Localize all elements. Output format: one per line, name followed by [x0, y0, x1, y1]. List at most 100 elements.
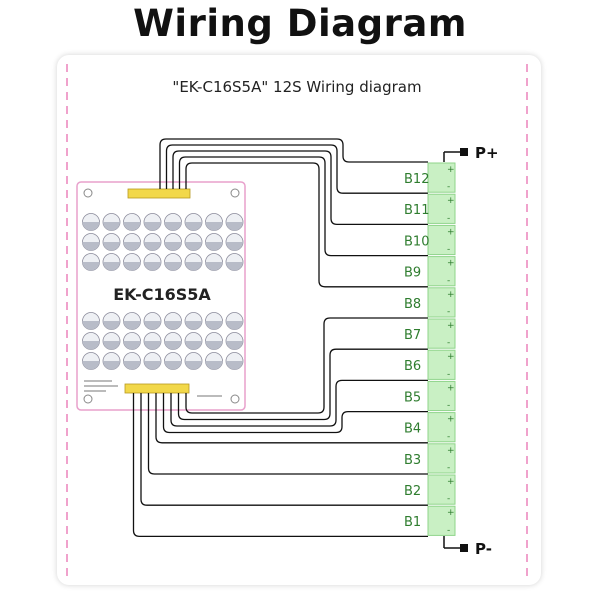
mosfet-shade	[164, 262, 182, 271]
mosfet-shade	[103, 262, 120, 271]
minus-sign: -	[447, 307, 450, 317]
mosfet-shade	[82, 262, 100, 271]
cell-label: B6	[404, 359, 421, 374]
mosfet-shade	[226, 341, 243, 350]
cell-label: B1	[404, 515, 421, 530]
mosfet-shade	[205, 321, 223, 330]
mosfet-shade	[226, 222, 243, 231]
mosfet-shade	[82, 341, 100, 350]
plus-sign: +	[447, 321, 455, 331]
cell-label: B11	[404, 203, 429, 218]
minus-sign: -	[447, 338, 450, 348]
bottom-balance-connector	[124, 383, 190, 394]
mosfet-shade	[123, 242, 141, 251]
plus-sign: +	[447, 352, 455, 362]
battery-cell: + - B5	[404, 380, 456, 412]
cell-label: B5	[404, 390, 421, 405]
plus-sign: +	[447, 290, 455, 300]
battery-cell: + - B8	[404, 287, 456, 318]
balance-wire	[185, 317, 428, 414]
cell-label: B10	[404, 234, 429, 249]
mosfet-shade	[82, 321, 100, 330]
battery-cells: +-B12+-B11+-B10+-B9+-B8+-B7+-B6+-B5+-B4+…	[404, 162, 456, 536]
mosfet-shade	[103, 242, 120, 251]
mosfet-shade	[185, 341, 202, 350]
balance-wire	[140, 393, 428, 506]
mosfet-shade	[123, 361, 141, 370]
minus-sign: -	[447, 369, 450, 379]
balance-wire	[170, 379, 428, 427]
battery-cell: +-B4	[404, 412, 456, 443]
minus-sign: -	[447, 525, 450, 535]
mosfet-shade	[164, 222, 182, 231]
cell-body	[427, 412, 456, 443]
minus-sign: -	[447, 463, 450, 473]
cell-label: B8	[404, 297, 421, 312]
mosfet-shade	[123, 262, 141, 271]
minus-sign: -	[447, 401, 450, 411]
balance-wire	[132, 393, 428, 538]
cell-label: B2	[404, 484, 421, 499]
mosfet-shade	[144, 242, 161, 251]
cell-body	[427, 256, 456, 287]
mosfet-shade	[82, 222, 100, 231]
mosfet-shade	[144, 262, 161, 271]
mosfet-shade	[82, 242, 100, 251]
mosfet-shade	[103, 321, 120, 330]
cell-body	[427, 318, 456, 349]
mosfet-shade	[226, 321, 243, 330]
minus-sign: -	[447, 494, 450, 504]
cell-body	[427, 287, 456, 318]
page-title: Wiring Diagram	[133, 2, 467, 45]
balance-wire	[165, 144, 428, 194]
balance-wire	[172, 150, 428, 226]
cell-body	[427, 443, 456, 474]
balance-wire	[177, 348, 428, 421]
terminal-connector	[460, 544, 468, 552]
cell-body	[427, 224, 456, 256]
battery-cell: +-B9	[404, 256, 456, 287]
mosfet-shade	[123, 321, 141, 330]
mosfet-shade	[164, 321, 182, 330]
mosfet-shade	[103, 341, 120, 350]
mosfet-shade	[185, 361, 202, 370]
cell-body	[427, 474, 456, 505]
top-balance-connector	[127, 188, 191, 199]
mosfet-shade	[144, 341, 161, 350]
mosfet-shade	[103, 222, 120, 231]
minus-sign: -	[447, 432, 450, 442]
battery-cell: +-B12	[404, 162, 456, 193]
cell-body	[427, 349, 456, 380]
battery-cell: + - B3	[404, 443, 456, 474]
mosfet-shade	[164, 242, 182, 251]
battery-cell: +-B1	[404, 505, 456, 536]
negative-terminal-label: P-	[475, 540, 492, 558]
cell-label: B9	[404, 266, 421, 281]
balance-wire	[159, 138, 428, 189]
mosfet-shade	[164, 341, 182, 350]
mosfet-grid-top	[82, 213, 244, 271]
cell-body	[427, 193, 456, 224]
battery-cell: + - B6	[404, 349, 456, 380]
mosfet-shade	[82, 361, 100, 370]
balance-wire	[178, 156, 428, 257]
mosfet-shade	[144, 222, 161, 231]
minus-sign: -	[447, 182, 450, 192]
minus-sign: -	[447, 245, 450, 255]
mounting-hole	[83, 188, 93, 198]
battery-cell: +-B7	[404, 318, 456, 349]
mosfet-shade	[185, 262, 202, 271]
mosfet-shade	[123, 341, 141, 350]
cell-label: B3	[404, 453, 421, 468]
balance-wire	[147, 393, 428, 475]
plus-sign: +	[447, 165, 455, 175]
balance-wire	[162, 393, 428, 434]
mosfet-shade	[226, 361, 243, 370]
mosfet-shade	[164, 361, 182, 370]
cell-body	[427, 380, 456, 412]
guide-lines	[66, 64, 528, 580]
plus-sign: +	[447, 446, 455, 456]
plus-sign: +	[447, 383, 455, 393]
mosfet-shade	[144, 321, 161, 330]
